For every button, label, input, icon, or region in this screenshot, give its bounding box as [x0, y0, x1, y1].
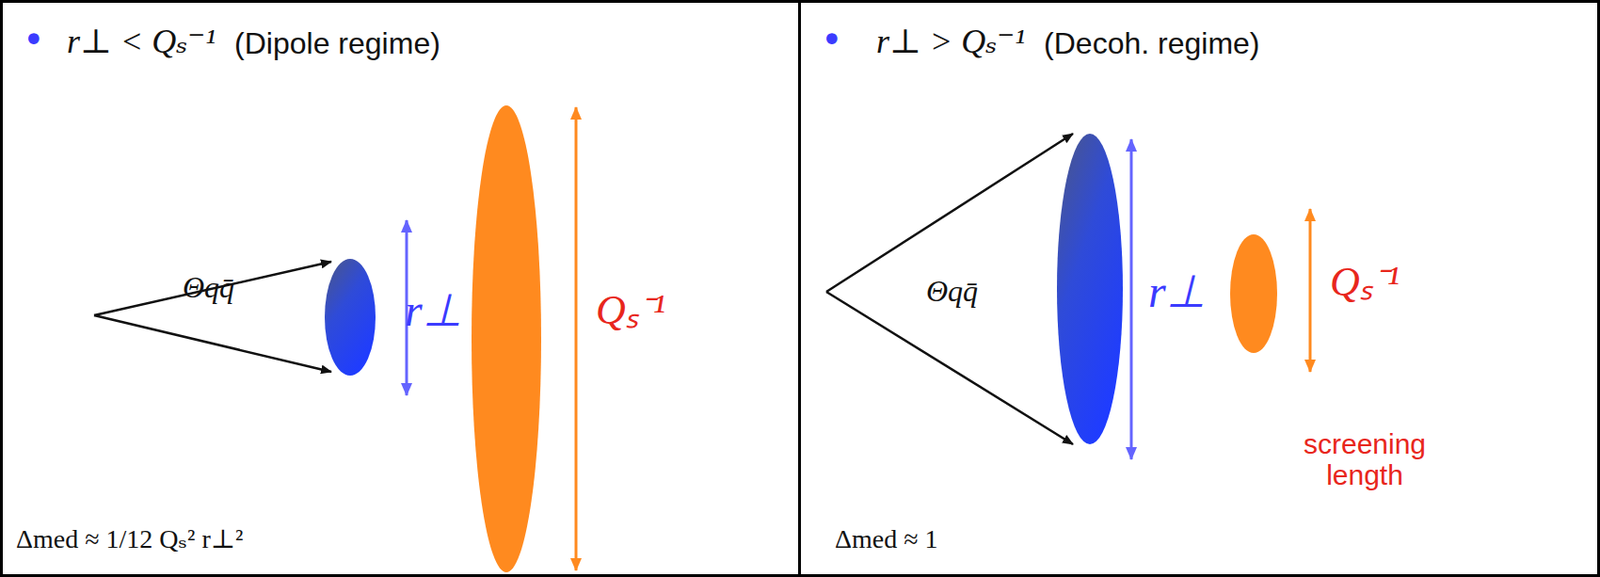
regime-name: (Dipole regime)	[234, 27, 441, 61]
note: screening length	[1284, 428, 1445, 491]
medium-ellipse	[471, 105, 542, 573]
regime-name: (Decoh. regime)	[1043, 27, 1260, 61]
bullet: •	[820, 18, 844, 61]
regime-condition: r⊥ < Qₛ⁻¹	[66, 23, 216, 62]
dipole-cone	[826, 133, 1073, 445]
dipole-cone	[94, 261, 332, 372]
size-arrow	[1130, 139, 1134, 460]
regime-condition: r⊥ > Qₛ⁻¹	[876, 23, 1025, 62]
size-arrow	[1309, 208, 1312, 372]
size-label: r⊥	[404, 286, 463, 336]
scale-label: Qₛ⁻¹	[595, 288, 666, 334]
scale-label: Qₛ⁻¹	[1329, 259, 1400, 305]
dipole-ellipse	[324, 258, 376, 376]
size-arrow	[575, 107, 578, 571]
medium-ellipse	[1230, 234, 1278, 353]
dipole-ellipse	[1056, 133, 1123, 445]
size-label: r⊥	[1148, 267, 1206, 318]
angle-label: Θqq̄	[926, 274, 978, 308]
angle-label: Θqq̄	[182, 271, 235, 304]
medium-formula: Δmed ≈ 1/12 Qₛ² r⊥²	[16, 525, 243, 555]
regime-panel: r⊥ < Qₛ⁻¹ (Dipole regime) Δmed ≈ 1/12 Qₛ² …	[0, 0, 801, 577]
medium-formula: Δmed ≈ 1	[834, 525, 939, 555]
bullet: •	[22, 18, 46, 61]
